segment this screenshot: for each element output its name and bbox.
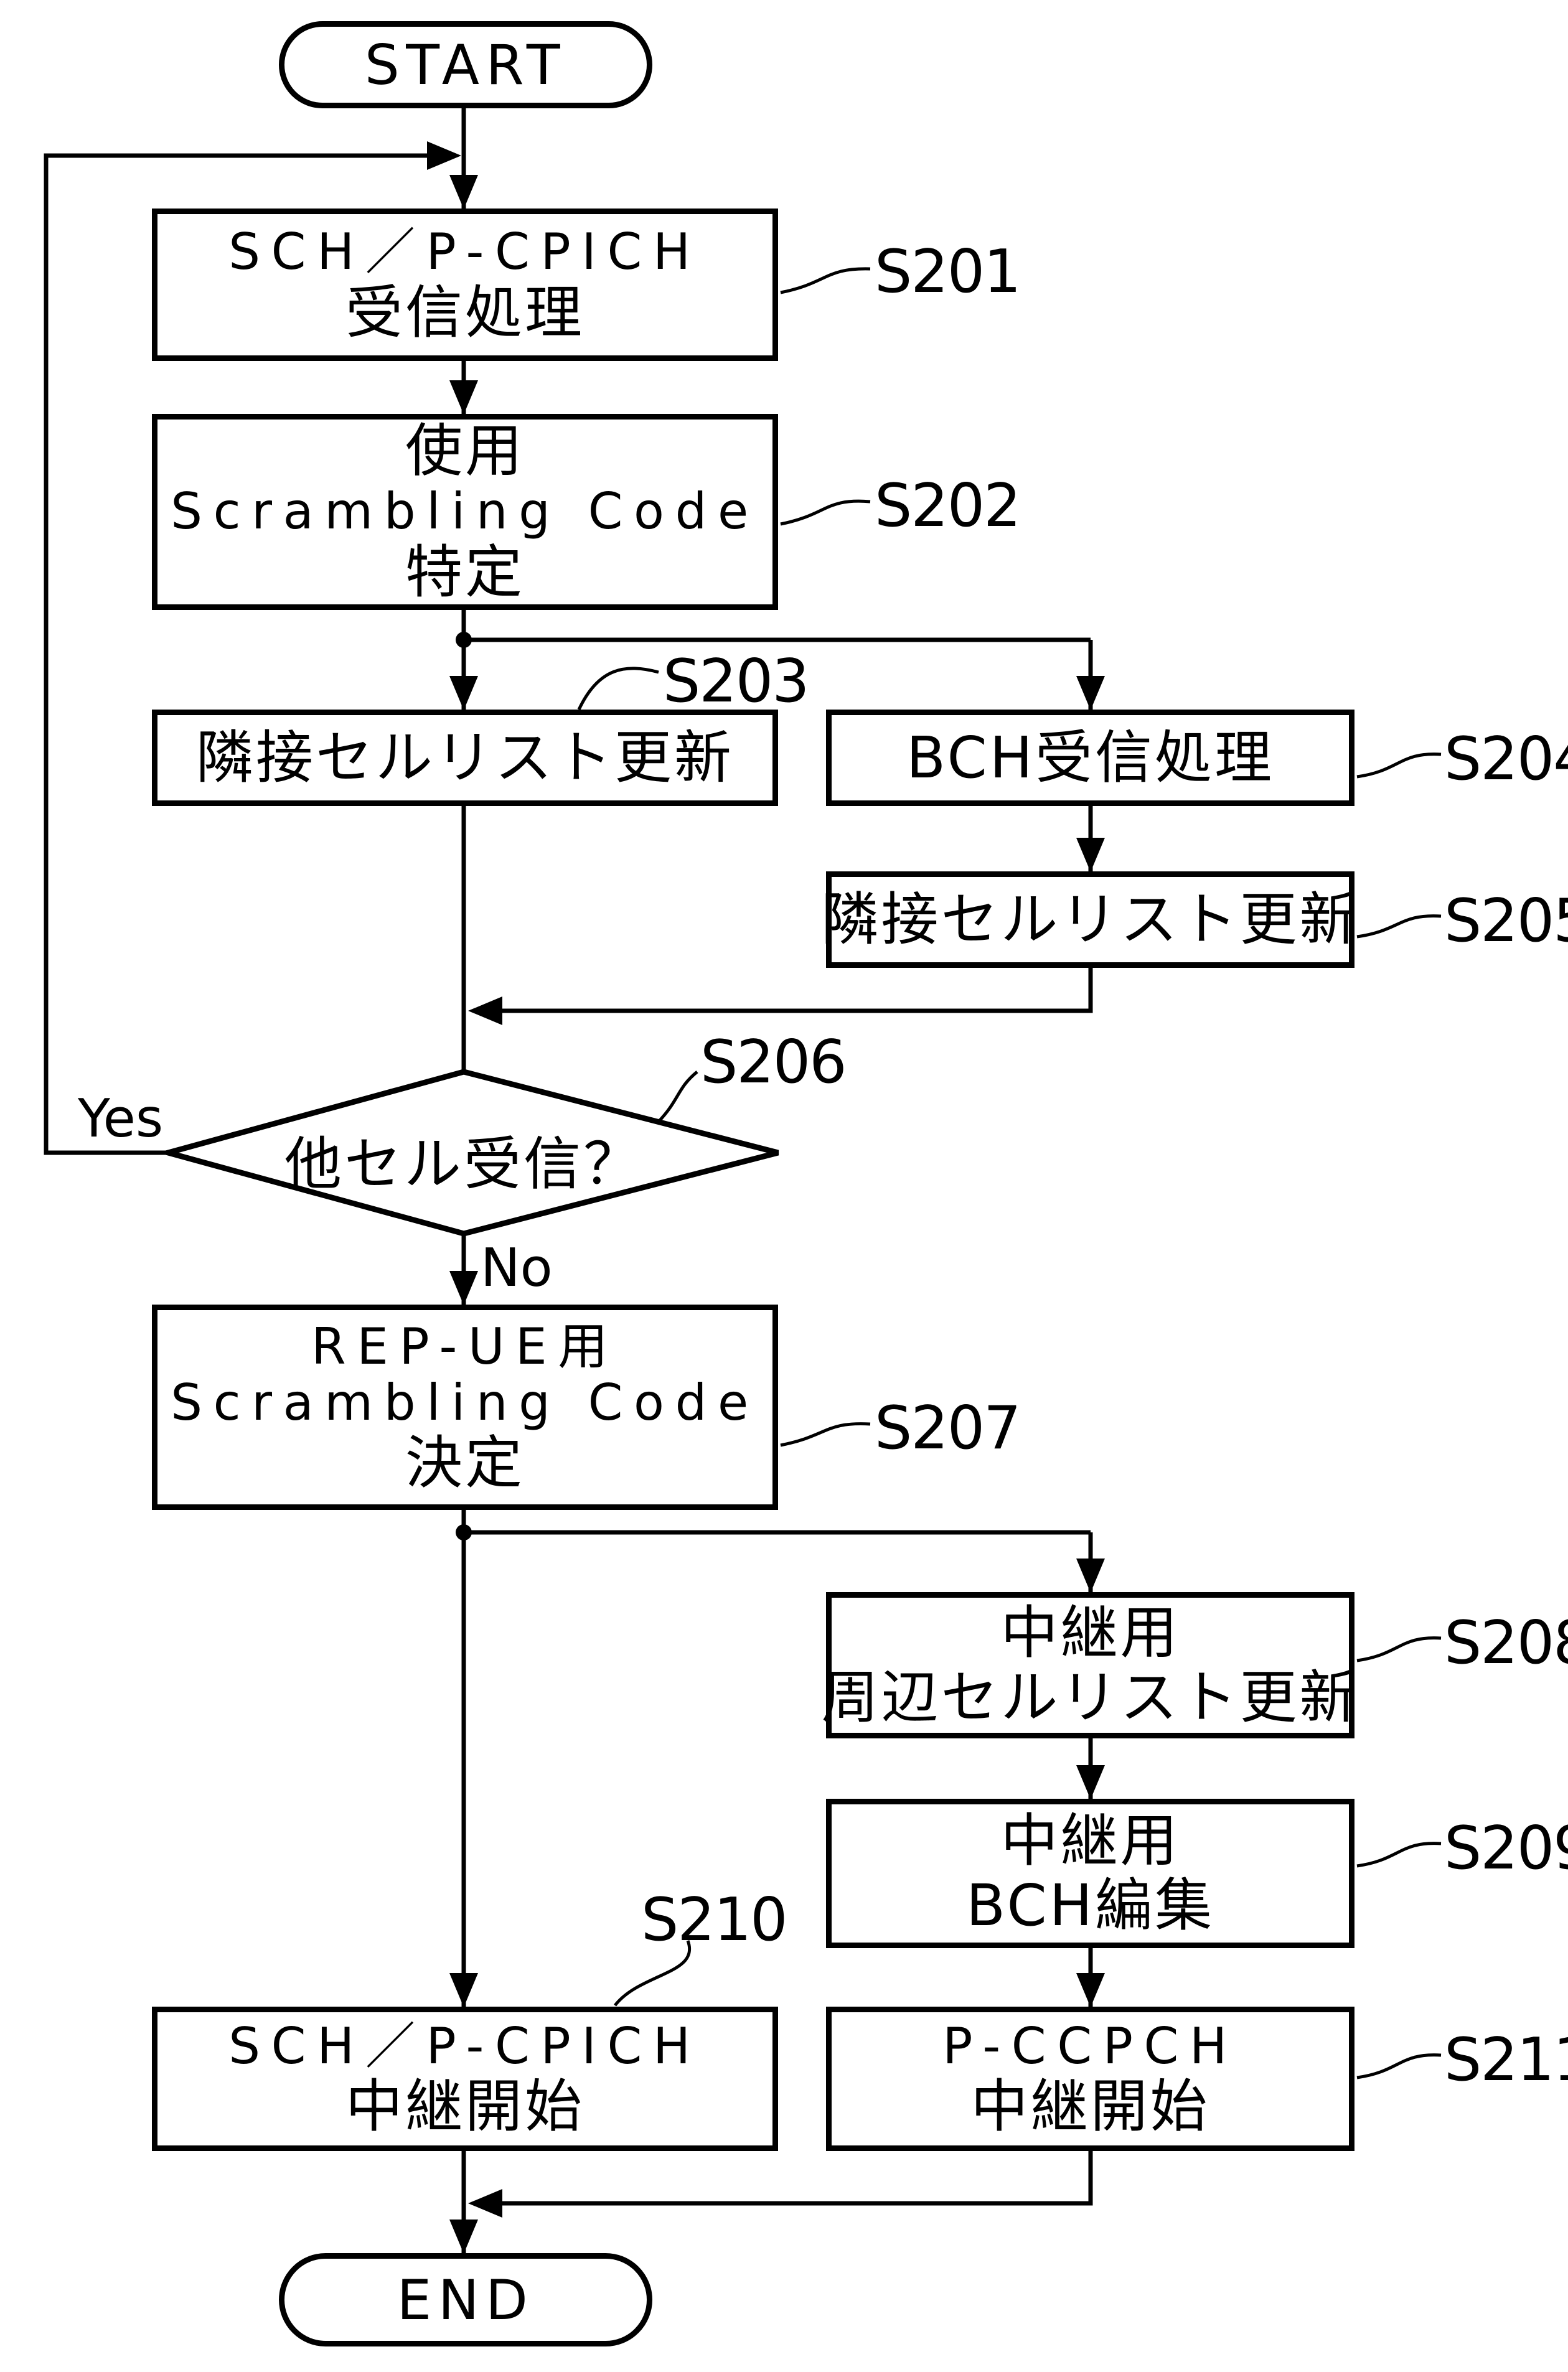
process-s202-line3: 特定 [405, 540, 525, 605]
decision-s206-question: 他セル受信？ [215, 1118, 713, 1201]
process-s204: BCH受信処理 [826, 710, 1354, 806]
step-label-s206: S206 [700, 1028, 846, 1097]
arrowhead-merge2-left [468, 2189, 502, 2218]
process-s210-line1: SCH／P-CPICH [228, 2018, 701, 2074]
step-label-s211: S211 [1444, 2026, 1568, 2094]
arrowhead-into-s210 [449, 1973, 478, 2007]
process-s202-line1: 使用 [405, 419, 525, 484]
process-s211-line1: P-CCPCH [942, 2018, 1238, 2074]
leader-s209 [1357, 1844, 1441, 1866]
arrowhead-into-s211 [1076, 1973, 1105, 2007]
process-s207-line2: Scrambling Code [171, 1375, 759, 1431]
process-s210-line2: 中継開始 [345, 2074, 584, 2139]
process-s205: 隣接セルリスト更新 [826, 871, 1354, 968]
branch1-junction-dot [456, 632, 472, 648]
arrowhead-into-s207 [449, 1271, 478, 1305]
process-s203-line1: 隣接セルリスト更新 [196, 726, 734, 790]
process-s209: 中継用 BCH編集 [826, 1799, 1354, 1948]
process-s202: 使用 Scrambling Code 特定 [152, 414, 778, 610]
start-terminal: START [279, 21, 652, 108]
step-label-s210: S210 [641, 1886, 787, 1954]
start-label: START [365, 33, 566, 97]
process-s211: P-CCPCH 中継開始 [826, 2007, 1354, 2151]
edge-s211-merge2 [502, 2151, 1091, 2203]
step-label-s205: S205 [1444, 887, 1568, 955]
step-label-s207: S207 [875, 1394, 1020, 1463]
process-s204-line1: BCH受信処理 [906, 726, 1274, 790]
process-s203: 隣接セルリスト更新 [152, 710, 778, 806]
arrowhead-into-s204 [1076, 676, 1105, 710]
leader-s205 [1357, 916, 1441, 937]
process-s208-line2: 周辺セルリスト更新 [822, 1666, 1359, 1730]
process-s207-line1: REP-UE用 [311, 1319, 619, 1375]
arrowhead-into-s205 [1076, 838, 1105, 872]
step-label-s202: S202 [875, 472, 1020, 540]
arrowhead-into-s202 [449, 380, 478, 415]
process-s207-line3: 決定 [405, 1431, 525, 1496]
arrowhead-into-s201 [449, 175, 478, 209]
arrowhead-into-s209 [1076, 1765, 1105, 1799]
process-s202-line2: Scrambling Code [171, 484, 759, 540]
leader-s202 [781, 501, 870, 524]
leader-s207 [781, 1424, 870, 1445]
process-s208: 中継用 周辺セルリスト更新 [826, 1592, 1354, 1738]
arrowhead-merge1-left [468, 996, 502, 1025]
step-label-s204: S204 [1444, 725, 1568, 794]
process-s208-line1: 中継用 [1000, 1601, 1180, 1666]
process-s201-line2: 受信処理 [345, 281, 584, 345]
leader-s201 [781, 269, 870, 293]
leader-s204 [1357, 754, 1441, 777]
step-label-s203: S203 [663, 647, 809, 716]
process-s211-line2: 中継開始 [970, 2074, 1209, 2139]
leader-s203 [579, 668, 659, 710]
decision-no-label: No [481, 1237, 553, 1299]
decision-yes-label: Yes [78, 1088, 163, 1150]
process-s209-line2: BCH編集 [966, 1873, 1214, 1938]
process-s201-line1: SCH／P-CPICH [228, 224, 701, 280]
process-s209-line1: 中継用 [1000, 1809, 1180, 1873]
edge-s205-merge1 [502, 968, 1091, 1011]
arrowhead-loop-entry [427, 141, 461, 170]
leader-s211 [1357, 2055, 1441, 2078]
end-terminal: END [279, 2253, 652, 2346]
leader-s208 [1357, 1638, 1441, 1661]
process-s201: SCH／P-CPICH 受信処理 [152, 209, 778, 361]
process-s205-line1: 隣接セルリスト更新 [822, 888, 1359, 952]
arrowhead-into-s208 [1076, 1559, 1105, 1593]
branch2-junction-dot [456, 1524, 472, 1540]
end-label: END [397, 2268, 535, 2332]
step-label-s201: S201 [875, 238, 1020, 306]
arrowhead-into-s203 [449, 676, 478, 710]
process-s207: REP-UE用 Scrambling Code 決定 [152, 1305, 778, 1510]
arrowhead-into-end [449, 2220, 478, 2254]
process-s210: SCH／P-CPICH 中継開始 [152, 2007, 778, 2151]
step-label-s208: S208 [1444, 1609, 1568, 1677]
step-label-s209: S209 [1444, 1814, 1568, 1883]
leader-s206 [659, 1072, 697, 1122]
